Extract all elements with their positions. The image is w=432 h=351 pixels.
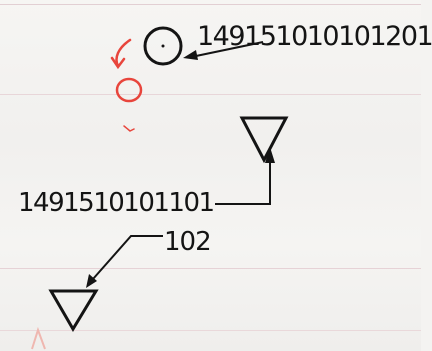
arrowhead-top	[183, 50, 198, 60]
red-arrowhead	[110, 56, 126, 70]
red-tick-mark	[123, 125, 135, 132]
paper-rule-line	[0, 330, 421, 331]
arrowhead-bottom	[86, 274, 97, 288]
leader-line-top	[195, 41, 264, 57]
tag-label-top: 149151010101201	[197, 21, 432, 52]
leader-line-bottom	[92, 235, 163, 280]
paper-rule-line	[0, 4, 421, 5]
leader-line-middle	[215, 160, 271, 205]
tag-label-middle: 1491510101101	[18, 188, 215, 218]
red-faint-mark	[31, 326, 46, 350]
circle-symbol	[143, 26, 183, 66]
paper-rule-line	[0, 94, 421, 95]
triangle-symbol-lower	[48, 289, 99, 332]
tag-label-bottom: 102	[164, 227, 212, 257]
arrowhead-middle	[265, 147, 275, 163]
diagram-graphics	[31, 26, 289, 350]
triangle-symbol-upper	[239, 116, 289, 164]
red-curved-arrow	[115, 38, 132, 68]
paper-rule-line	[0, 268, 421, 269]
circle-center-dot	[161, 44, 165, 48]
red-circle-mark	[115, 77, 143, 103]
